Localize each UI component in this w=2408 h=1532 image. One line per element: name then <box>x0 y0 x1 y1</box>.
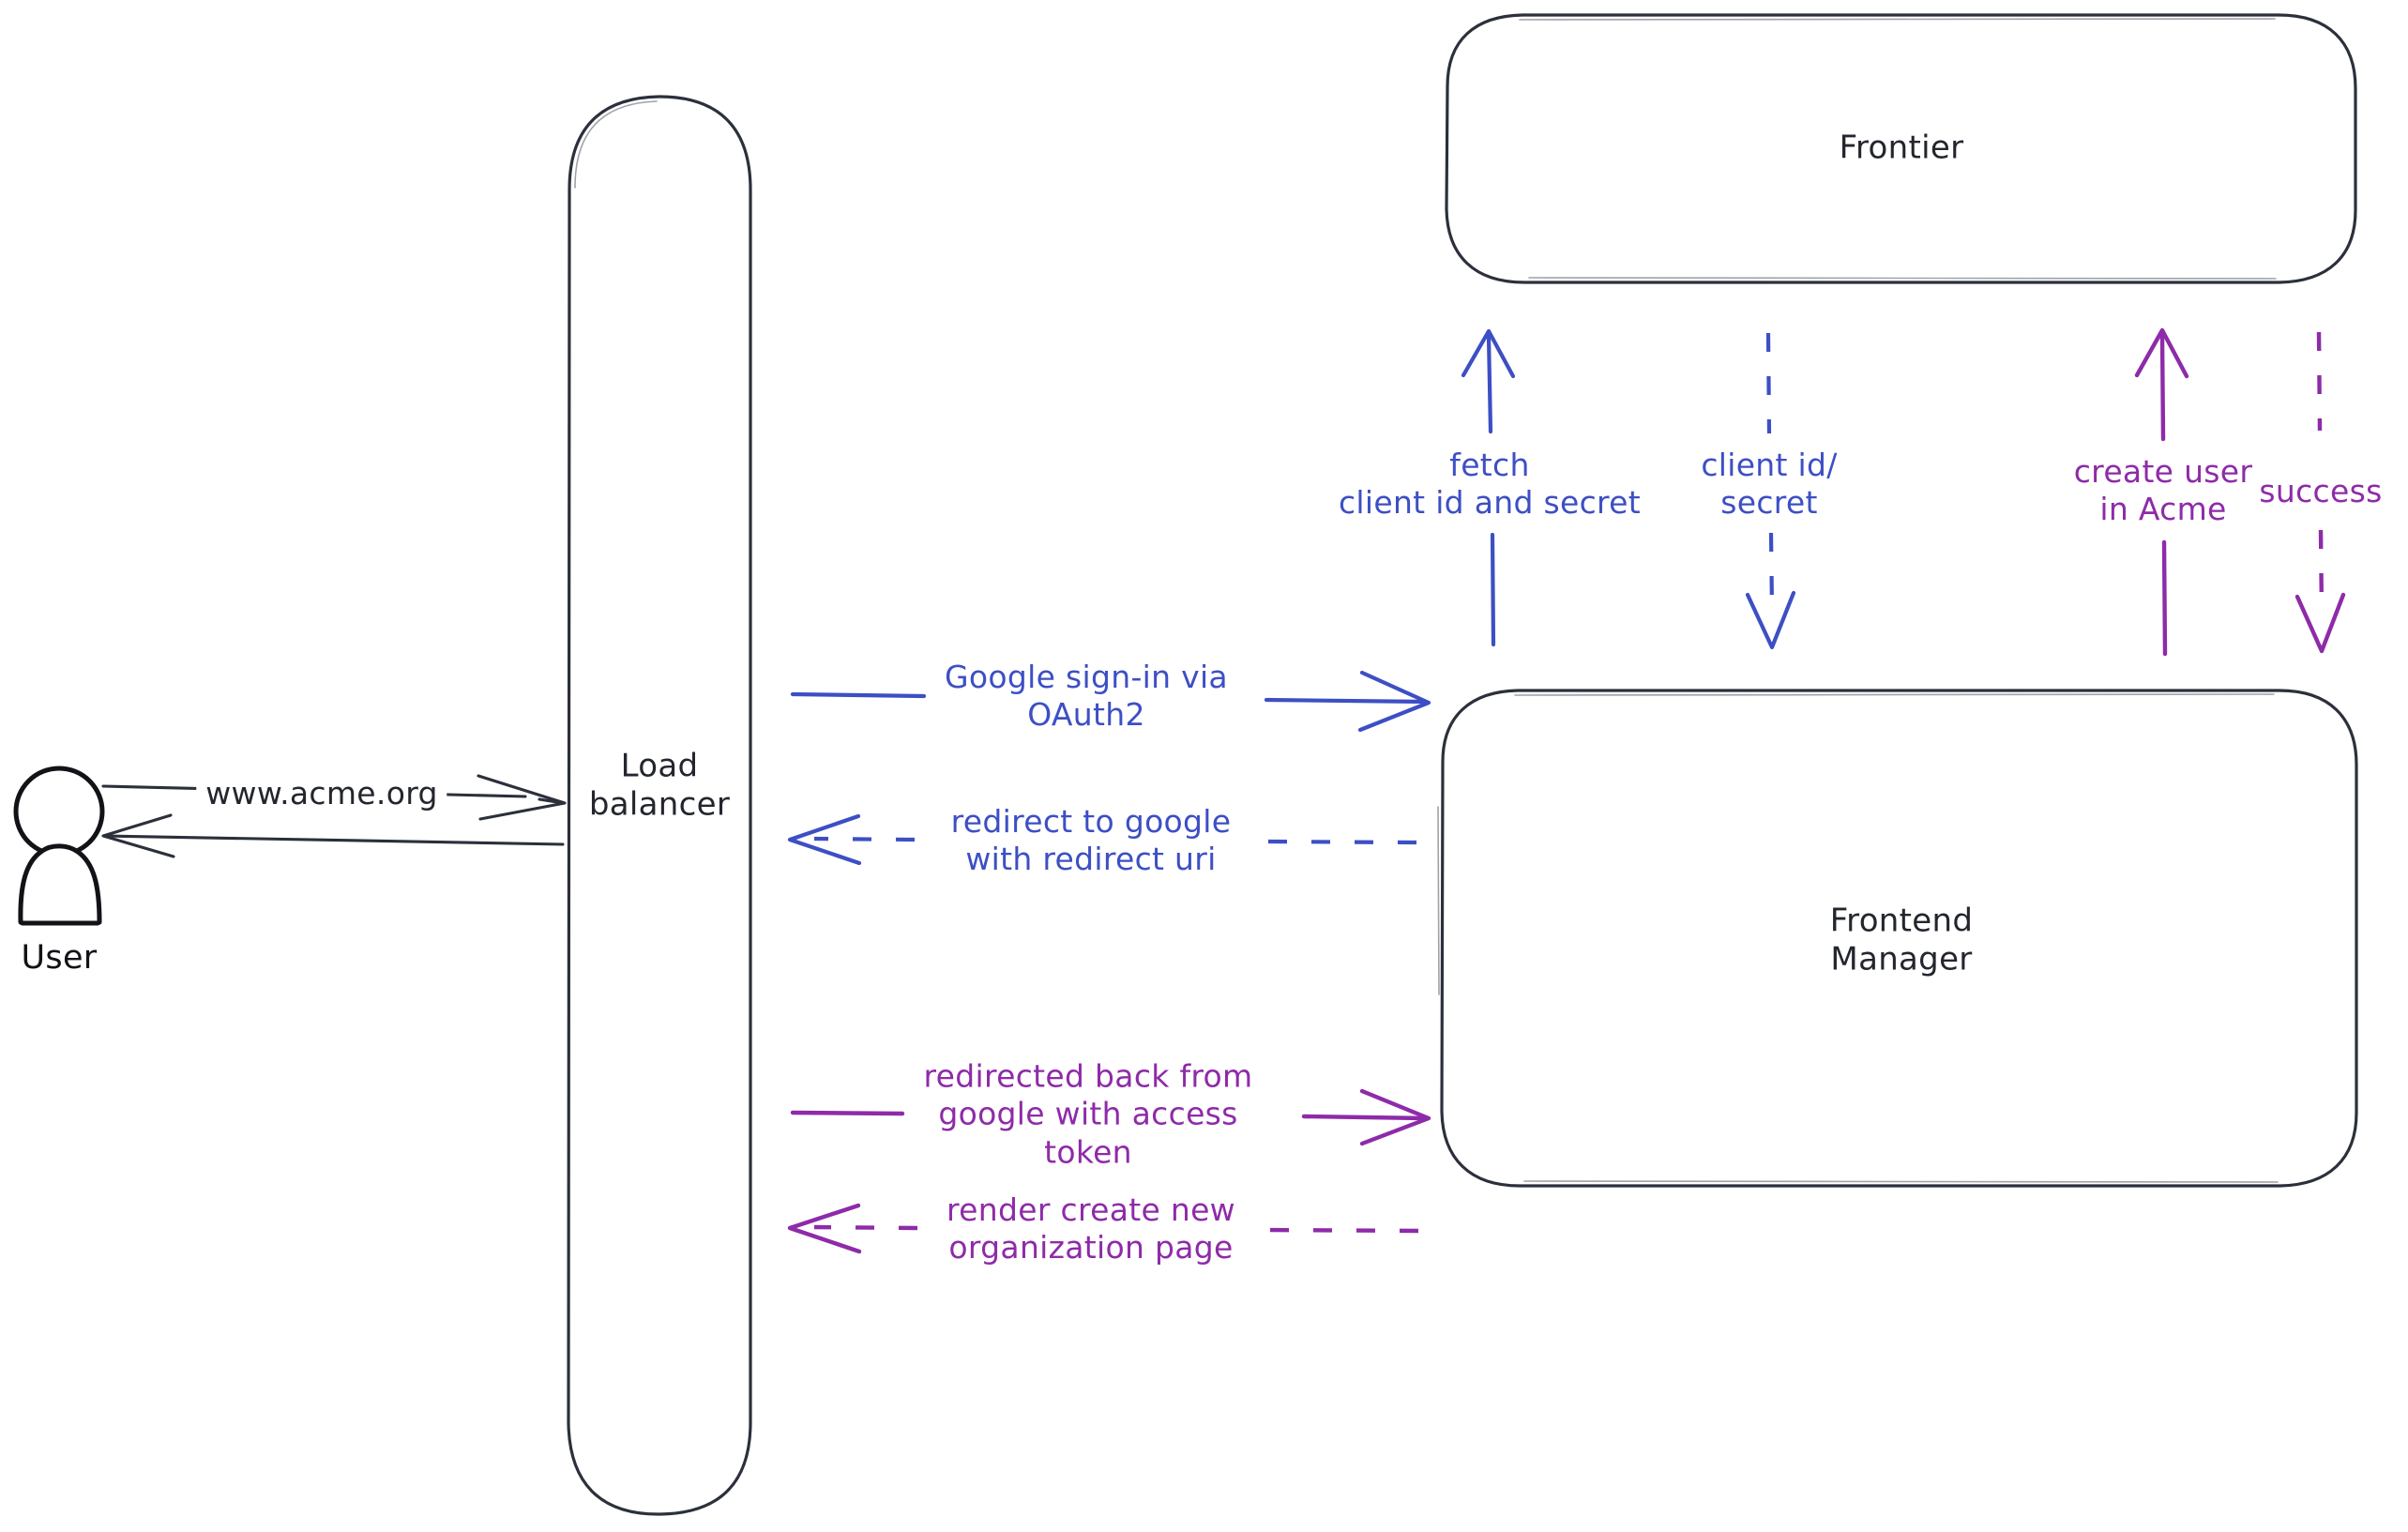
actor-user-label: User <box>21 939 98 977</box>
edge-redirect-to-google <box>787 813 1417 866</box>
edge-label-fetch-line1: fetch <box>1449 446 1530 483</box>
edge-label-redirect-line1: redirect to google <box>950 802 1232 840</box>
edge-label-client-id-secret: client id/secret <box>1691 444 1847 524</box>
actor-user-icon <box>13 766 105 926</box>
edge-label-token-line3: token <box>1044 1133 1132 1171</box>
edge-render-create-new-organization-page <box>787 1203 1419 1254</box>
node-frontier-label: Frontier <box>1839 129 1964 167</box>
edge-client-id-secret <box>1745 332 1796 650</box>
edge-create-user-in-acme <box>2134 327 2189 657</box>
node-load-balancer-label-line1: Load <box>620 747 699 785</box>
node-load-balancer-label-line2: balancer <box>588 786 731 824</box>
edge-label-token-line2: google with access <box>938 1095 1238 1132</box>
edge-label-success: success <box>2259 472 2383 509</box>
edge-label-creds-line2: secret <box>1720 484 1818 521</box>
edge-label-create-user-line1: create user <box>2073 452 2253 490</box>
edge-label-create-user-line2: in Acme <box>2099 491 2227 527</box>
edge-label-token-line1: redirected back from <box>923 1057 1253 1095</box>
edge-label-render-line2: organization page <box>948 1229 1234 1266</box>
edge-google-signin-oauth2 <box>790 670 1431 733</box>
edge-label-render-line1: render create new <box>947 1191 1235 1228</box>
node-frontend-manager-label-line1: Frontend <box>1829 902 1974 940</box>
edge-label-creds-line1: client id/ <box>1701 446 1838 483</box>
edge-loadbalancer-to-user <box>101 813 565 858</box>
node-frontier-box[interactable] <box>1445 13 2357 284</box>
node-frontend-manager-box[interactable] <box>1437 689 2358 1188</box>
node-load-balancer-box[interactable] <box>567 95 752 1516</box>
edge-label-www-acme-org: www.acme.org <box>196 772 447 815</box>
edge-fetch-client-id-and-secret <box>1461 328 1516 647</box>
edge-label-fetch-line2: client id and secret <box>1338 484 1642 521</box>
edge-label-google-signin-line2: OAuth2 <box>1027 696 1145 733</box>
edge-label-google-signin-line1: Google sign-in via <box>945 658 1228 695</box>
edge-label-redirect-line2: with redirect uri <box>965 841 1217 877</box>
edge-success <box>2294 331 2346 654</box>
edge-redirected-back-from-google <box>790 1088 1431 1146</box>
node-frontend-manager-label-line2: Manager <box>1830 941 1973 978</box>
